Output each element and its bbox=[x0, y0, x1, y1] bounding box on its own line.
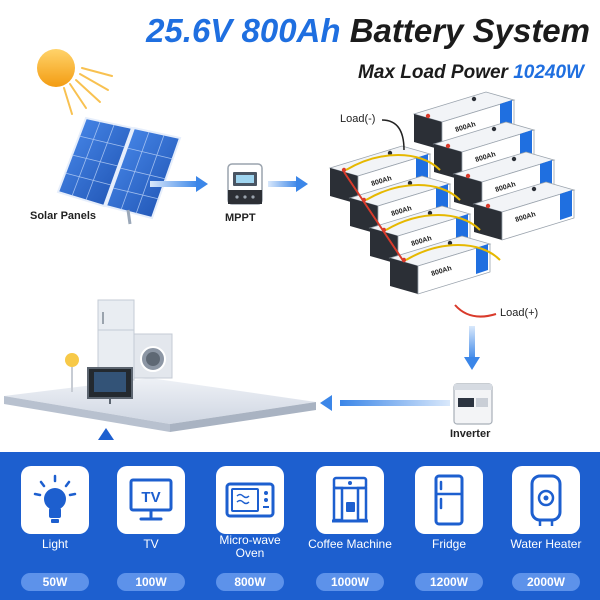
battery-cable bbox=[385, 214, 481, 231]
appliance-name-light: Light bbox=[41, 537, 69, 551]
appliance-power-coffee: 1000W bbox=[316, 573, 384, 591]
appliance-power-light: 50W bbox=[21, 573, 89, 591]
appliance-card-coffee bbox=[316, 466, 384, 534]
fridge-icon bbox=[434, 474, 464, 526]
solar-panels-icon bbox=[56, 116, 182, 225]
battery-cable bbox=[405, 244, 501, 261]
battery-cable bbox=[345, 154, 441, 171]
appliance-name-tv: TV bbox=[143, 537, 159, 551]
svg-text:TV: TV bbox=[141, 489, 160, 506]
appliance-card-light bbox=[21, 466, 89, 534]
battery-cable bbox=[343, 171, 405, 263]
appliance-power-water-heater: 2000W bbox=[512, 573, 580, 591]
mppt-icon bbox=[227, 163, 263, 205]
coffee-machine-icon bbox=[332, 476, 368, 523]
microwave-icon bbox=[225, 482, 275, 518]
appliance-name-microwave-line1: Micro-wave bbox=[219, 533, 281, 547]
appliance-name-water-heater: Water Heater bbox=[510, 537, 582, 551]
appliance-name-microwave-line2: Oven bbox=[235, 546, 265, 560]
title-rest: Battery System bbox=[349, 12, 590, 49]
page-subtitle: Max Load Power 10240W bbox=[358, 62, 584, 84]
battery-unit: 800Ah bbox=[472, 181, 576, 241]
appliance-band: Light 50W TV TV 100W Micro-wave bbox=[0, 452, 600, 600]
sun-icon bbox=[37, 49, 113, 115]
appliance-name-coffee: Coffee Machine bbox=[308, 537, 392, 551]
appliance-power-tv: 100W bbox=[117, 573, 185, 591]
load-pos-label: Load(+) bbox=[500, 307, 539, 319]
solar-panels-label: Solar Panels bbox=[30, 210, 97, 222]
water-heater-icon bbox=[530, 474, 562, 526]
title-spec: 25.6V 800Ah bbox=[146, 12, 341, 49]
battery-unit: 800Ah bbox=[388, 235, 492, 295]
inverter-icon bbox=[453, 383, 493, 425]
subtitle-label: Max Load Power bbox=[358, 62, 508, 83]
inverter-label: Inverter bbox=[450, 428, 491, 440]
page-title: 25.6V 800Ah Battery System bbox=[0, 12, 590, 50]
tv-icon: TV bbox=[129, 478, 173, 521]
appliance-card-microwave bbox=[216, 466, 284, 534]
light-bulb-icon bbox=[33, 474, 77, 523]
appliance-name-fridge: Fridge bbox=[431, 537, 466, 551]
appliance-card-fridge bbox=[415, 466, 483, 534]
appliance-power-microwave: 800W bbox=[216, 573, 284, 591]
subtitle-value: 10240W bbox=[513, 62, 584, 83]
appliance-card-water-heater bbox=[512, 466, 580, 534]
appliance-card-tv: TV bbox=[117, 466, 185, 534]
appliance-name-microwave: Micro-wave Oven bbox=[202, 534, 298, 560]
battery-cable bbox=[365, 184, 461, 201]
appliance-power-fridge: 1200W bbox=[415, 573, 483, 591]
load-neg-label: Load(-) bbox=[340, 113, 376, 125]
home-appliances-icon bbox=[4, 299, 316, 440]
mppt-label: MPPT bbox=[225, 212, 256, 224]
